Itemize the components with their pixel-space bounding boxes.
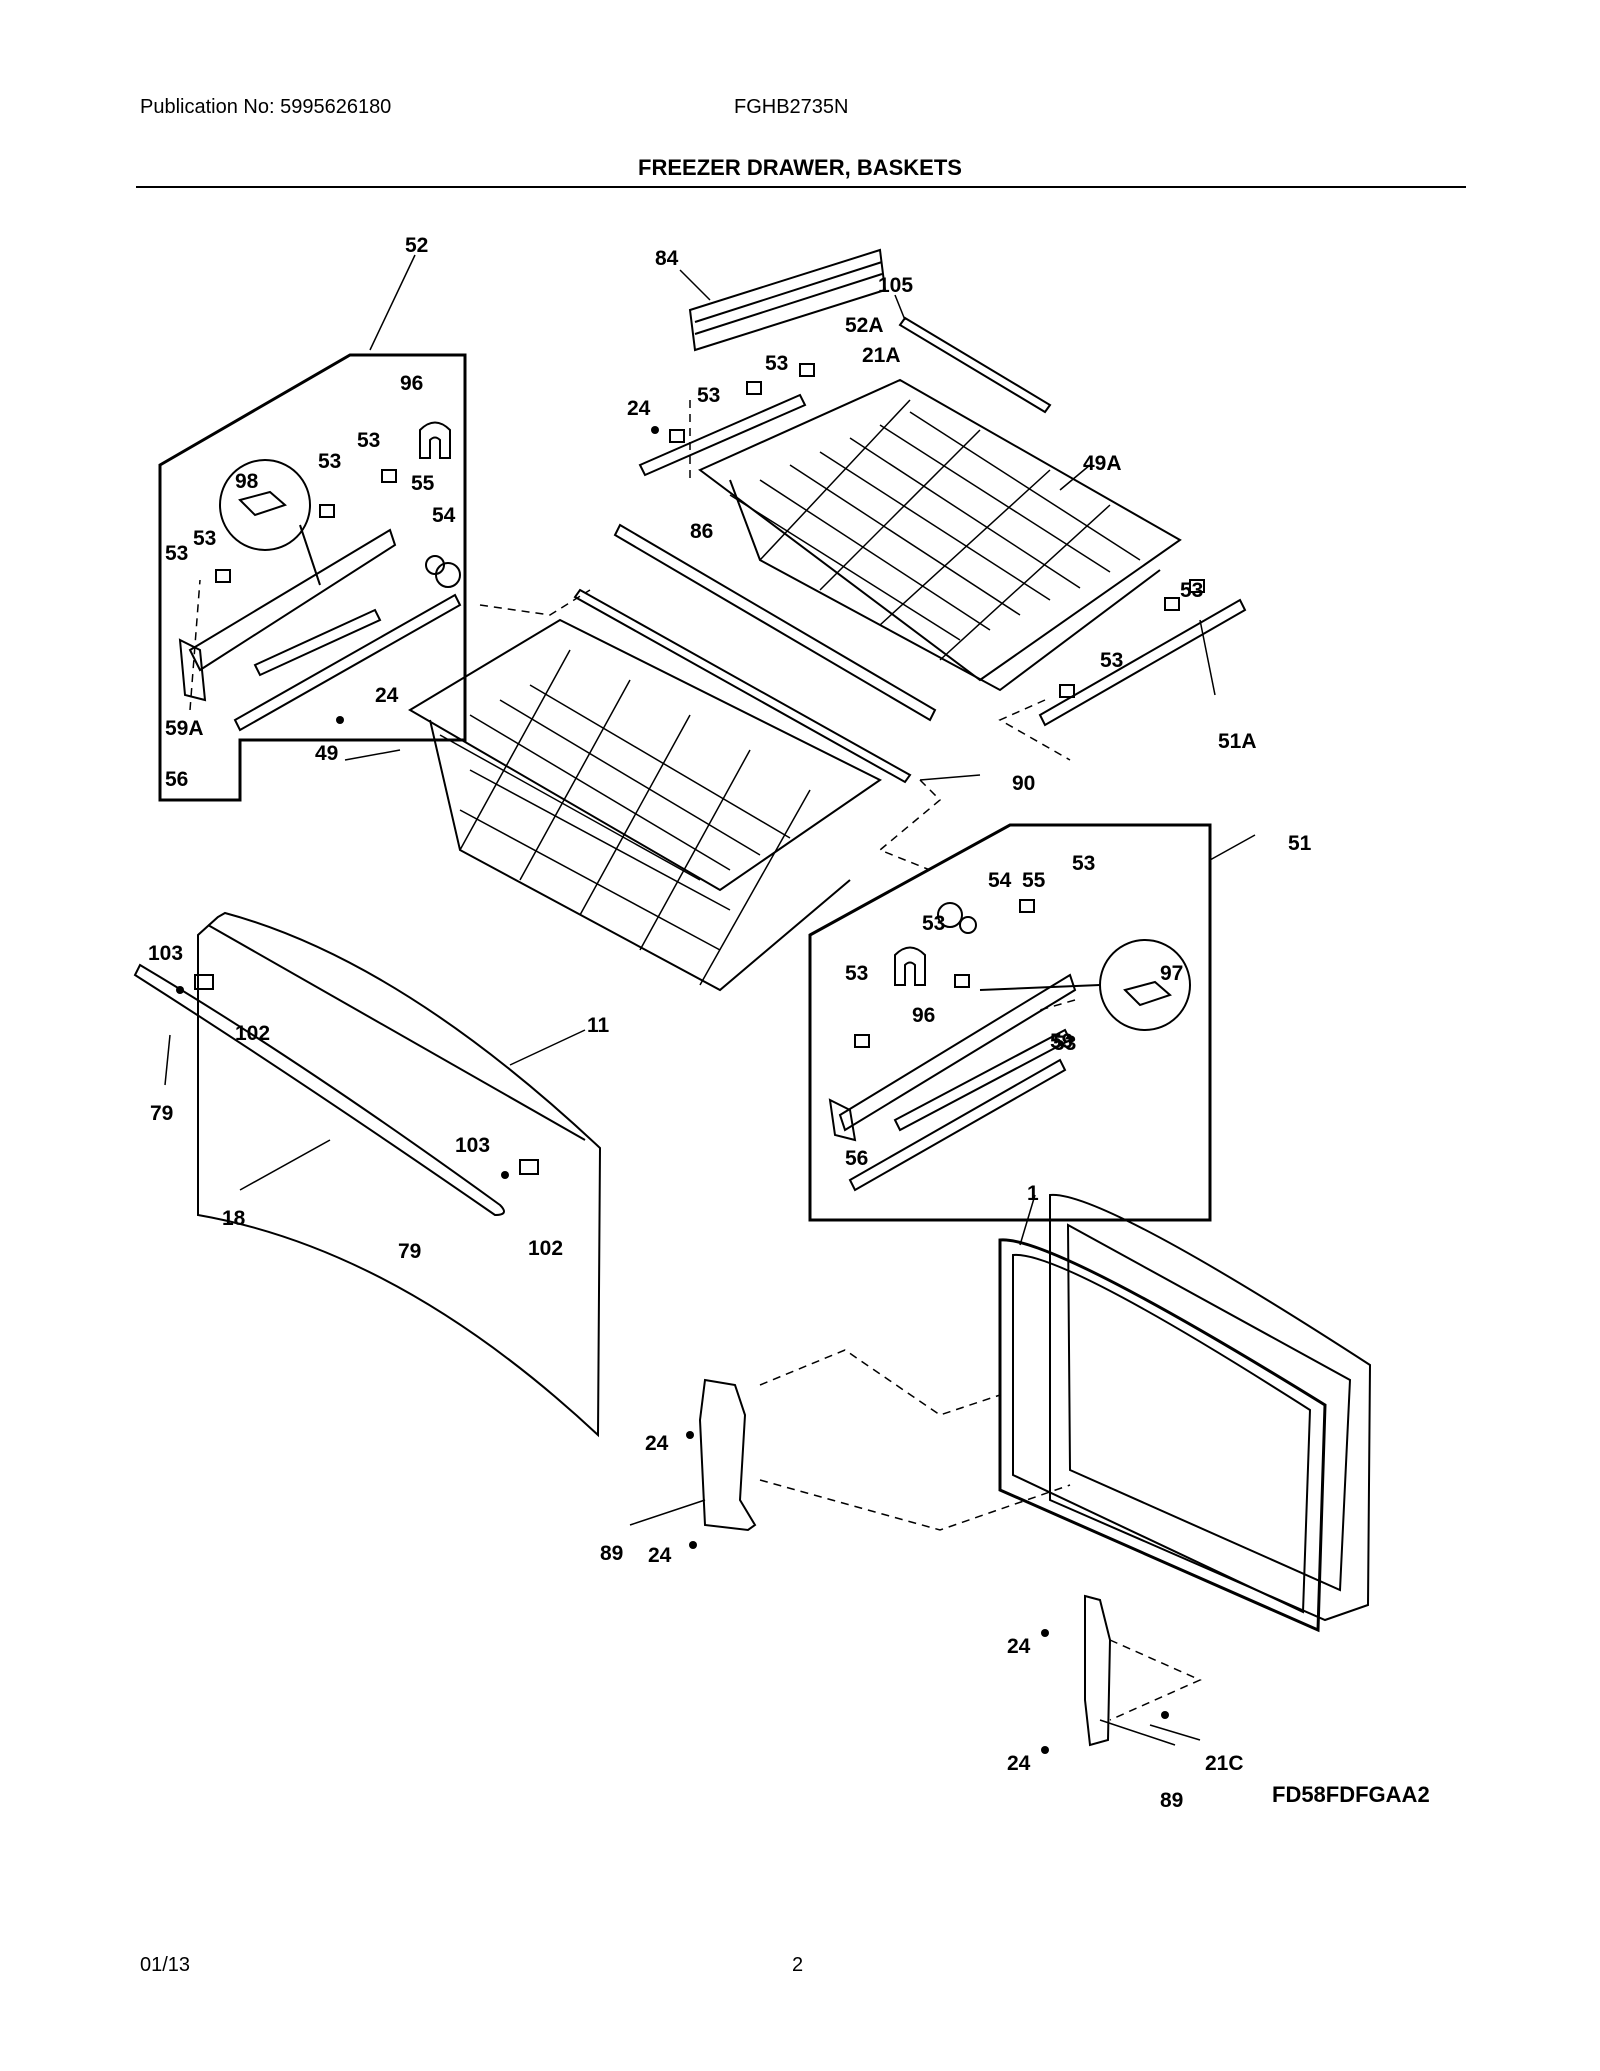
footer-page-number: 2 (792, 1954, 804, 1976)
diagram-code: FD58FDFGAA2 (1272, 1782, 1430, 1807)
part-label: 11 (587, 1014, 610, 1037)
part-label: 53 (1180, 579, 1203, 602)
part-label: 51 (1288, 832, 1312, 855)
part-label: 53 (357, 429, 380, 452)
part-label: 86 (690, 520, 713, 543)
part-label: 97 (1160, 962, 1183, 985)
part-label: 51A (1218, 730, 1257, 753)
part-label: 53 (1100, 649, 1123, 672)
part-label: 79 (150, 1102, 173, 1125)
part-label-59: 59 (1050, 1030, 1074, 1053)
part-label: 53 (922, 912, 945, 935)
part-label: 96 (912, 1004, 935, 1027)
part-label: 84 (655, 247, 679, 270)
part-label: 18 (222, 1207, 246, 1230)
part-label: 49 (315, 742, 338, 765)
part-label: 102 (528, 1237, 563, 1260)
header-rule (136, 186, 1466, 188)
part-label: 53 (697, 384, 720, 407)
part-label: 53 (318, 450, 341, 473)
part-label: 24 (1007, 1635, 1031, 1658)
part-label: 24 (645, 1432, 669, 1455)
part-label: 21C (1205, 1752, 1244, 1775)
part-label: 55 (411, 472, 435, 495)
part-label: 102 (235, 1022, 270, 1045)
part-label: 49A (1083, 452, 1122, 475)
model-number: FGHB2735N (734, 96, 849, 118)
part-label: 53 (165, 542, 188, 565)
part-label: 103 (455, 1134, 490, 1157)
part-label: 103 (148, 942, 183, 965)
part-label: 21A (862, 344, 901, 367)
part-label: 55 (1022, 869, 1046, 892)
part-label: 79 (398, 1240, 421, 1263)
part-label: 90 (1012, 772, 1035, 795)
publication-number: Publication No: 5995626180 (140, 96, 392, 118)
part-label: 53 (193, 527, 216, 550)
part-label: 24 (627, 397, 651, 420)
part-label: 105 (878, 274, 913, 297)
part-label: 52A (845, 314, 884, 337)
part-label: 24 (375, 684, 399, 707)
part-label: 24 (1007, 1752, 1031, 1775)
part-label: 24 (648, 1544, 672, 1567)
page-title: FREEZER DRAWER, BASKETS (638, 155, 962, 180)
part-label: 54 (988, 869, 1012, 892)
part-label: 54 (432, 504, 456, 527)
part-label: 53 (1072, 852, 1095, 875)
part-label: 56 (165, 768, 188, 791)
footer-date: 01/13 (140, 1954, 191, 1976)
part-label: 89 (1160, 1789, 1183, 1812)
part-label: 96 (400, 372, 423, 395)
part-label: 59A (165, 717, 204, 740)
part-label: 53 (765, 352, 788, 375)
part-label: 53 (1053, 1032, 1076, 1055)
part-label: 89 (600, 1542, 623, 1565)
part-label: 98 (235, 470, 259, 493)
part-label: 53 (845, 962, 868, 985)
part-label: 52 (405, 234, 428, 257)
part-label: 56 (845, 1147, 868, 1170)
part-label: 1 (1027, 1182, 1039, 1205)
